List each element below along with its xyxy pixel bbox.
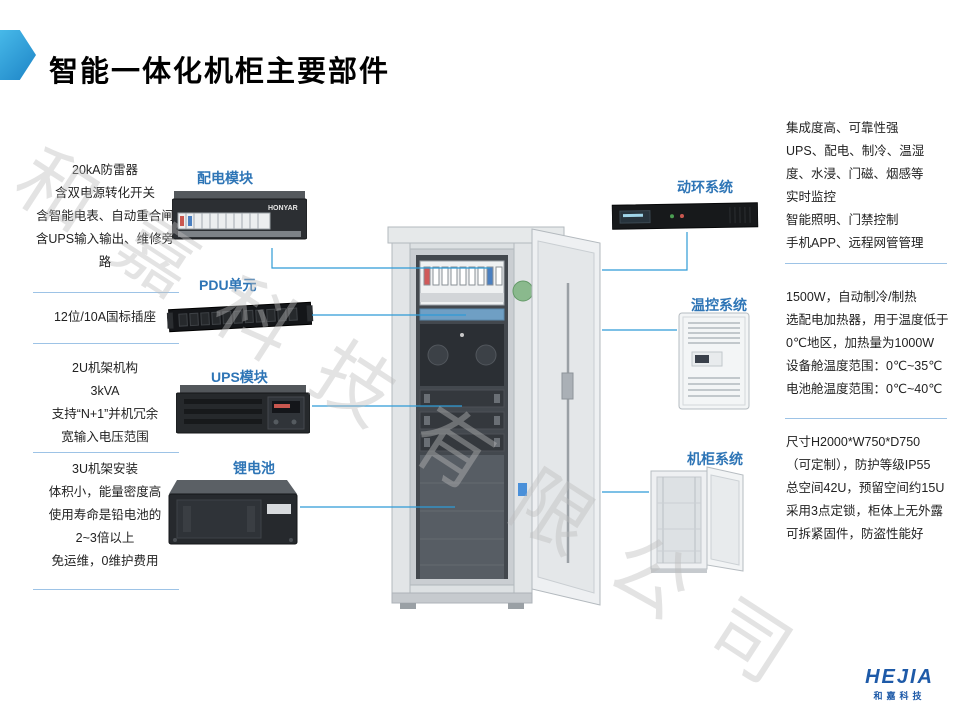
text-line: 使用寿命是铅电池的	[48, 508, 162, 522]
text-line: 实时监控	[786, 190, 837, 204]
text-line: UPS、配电、制冷、温湿	[786, 144, 925, 158]
divider	[33, 589, 179, 590]
ac-display	[695, 355, 709, 363]
text-line: 尺寸H2000*W750*D750	[786, 435, 921, 449]
divider	[33, 292, 179, 293]
text-line: 含智能电表、自动重合闸	[36, 209, 174, 223]
text-line: 选配电加热器，用于温度低于	[786, 313, 949, 327]
power-distribution-module-image: HONYAR	[172, 191, 307, 240]
text-line: 支持“N+1”并机冗余	[51, 407, 159, 421]
text-line: 集成度高、可靠性强	[786, 121, 899, 135]
environment-monitor-notes: 集成度高、可靠性强 UPS、配电、制冷、温湿 度、水浸、门磁、烟感等 实时监控 …	[786, 117, 954, 255]
page-title: 智能一体化机柜主要部件	[49, 56, 391, 88]
text-line: （可定制），防护等级IP55	[786, 458, 931, 472]
company-logo: HEJIA 和嘉科技	[865, 667, 934, 702]
label-ups-module: UPS模块	[211, 369, 268, 385]
temperature-control-notes: 1500W，自动制冷/制热 选配电加热器，用于温度低于 0℃地区，加热量为100…	[786, 286, 954, 401]
text-line: 总空间42U，预留空间约15U	[786, 481, 945, 495]
text-line: 电池舱温度范围：0℃~40℃	[786, 382, 943, 396]
text-line: 度、水浸、门磁、烟感等	[786, 167, 924, 181]
cabinet-illustration	[387, 226, 601, 609]
text-line: 0℃地区，加热量为1000W	[786, 336, 935, 350]
device-brand-text: HONYAR	[268, 205, 298, 212]
logo-subtext: 和嘉科技	[873, 691, 926, 701]
pdu-notes: 12位/10A国标插座	[30, 306, 180, 329]
divider	[33, 343, 179, 344]
text-line: 采用3点定锁，柜体上无外露	[786, 504, 943, 518]
text-line: 设备舱温度范围：0℃~35℃	[786, 359, 943, 373]
pdu-unit-image	[166, 301, 314, 333]
lithium-battery-image	[168, 480, 298, 545]
text-line: 宽输入电压范围	[61, 430, 149, 444]
power-distribution-notes: 20kA防雷器 含双电源转化开关 含智能电表、自动重合闸 含UPS输入输出、维修…	[30, 159, 180, 274]
text-line: 3U机架安装	[72, 462, 138, 476]
ups-module-image	[176, 385, 310, 434]
text-line: 手机APP、远程网管管理	[786, 236, 924, 250]
text-line: 含UPS输入输出、维修旁路	[35, 232, 175, 269]
label-cabinet-system: 机柜系统	[687, 451, 743, 467]
label-environment-monitor-system: 动环系统	[677, 179, 733, 195]
air-conditioner-image	[678, 312, 750, 410]
label-power-distribution-module: 配电模块	[197, 170, 253, 186]
divider	[785, 263, 947, 264]
cabinet-system-notes: 尺寸H2000*W750*D750 （可定制），防护等级IP55 总空间42U，…	[786, 431, 954, 546]
corner-chevron-decoration	[0, 30, 36, 80]
logo-text: HEJIA	[865, 666, 934, 688]
text-line: 2U机架机构	[72, 361, 138, 375]
text-line: 3kVA	[90, 384, 120, 398]
cabinet-system-image	[650, 466, 744, 573]
text-line: 含双电源转化开关	[54, 186, 155, 200]
text-line: 智能照明、门禁控制	[786, 213, 899, 227]
label-lithium-battery: 锂电池	[233, 460, 275, 476]
text-line: 2~3倍以上	[75, 531, 135, 545]
text-line: 体积小，能量密度高	[48, 485, 162, 499]
text-line: 20kA防雷器	[72, 163, 138, 177]
battery-notes: 3U机架安装 体积小，能量密度高 使用寿命是铅电池的 2~3倍以上 免运维，0维…	[30, 458, 180, 573]
label-pdu-unit: PDU单元	[199, 277, 257, 293]
divider	[33, 452, 179, 453]
ups-notes: 2U机架机构 3kVA 支持“N+1”并机冗余 宽输入电压范围	[30, 357, 180, 449]
text-line: 12位/10A国标插座	[53, 310, 157, 324]
text-line: 免运维，0维护费用	[51, 554, 159, 568]
text-line: 1500W，自动制冷/制热	[786, 290, 917, 304]
environment-monitor-image	[611, 202, 759, 230]
divider	[785, 418, 947, 419]
label-temperature-control-system: 温控系统	[691, 297, 747, 313]
text-line: 可拆紧固件，防盗性能好	[786, 527, 924, 541]
